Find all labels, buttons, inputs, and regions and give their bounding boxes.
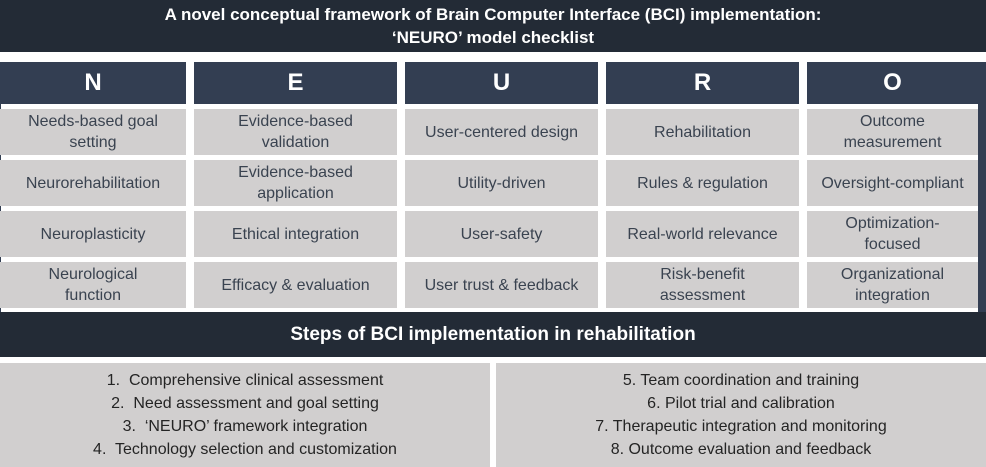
table-cell: Efficacy & evaluation [194, 262, 397, 308]
table-cell: Evidence-based validation [194, 109, 397, 155]
table-cell: Neurological function [0, 262, 186, 308]
steps-panel-left: 1. Comprehensive clinical assessment 2. … [0, 363, 490, 467]
table-cell: Organizational integration [807, 262, 978, 308]
column-header-o: O [807, 62, 978, 104]
table-cell: Needs-based goal setting [0, 109, 186, 155]
table-cell: Real-world relevance [606, 211, 799, 257]
neuro-grid: N E U R O Needs-based goal setting Evide… [0, 62, 978, 308]
step-item: 8. Outcome evaluation and feedback [610, 441, 872, 458]
column-header-e: E [194, 62, 397, 104]
step-item: 1. Comprehensive clinical assessment [106, 372, 384, 389]
step-item: 2. Need assessment and goal setting [111, 395, 379, 412]
steps-panel-right: 5. Team coordination and training 6. Pil… [496, 363, 986, 467]
step-item: 4. Technology selection and customizatio… [93, 441, 397, 458]
table-cell: Neuroplasticity [0, 211, 186, 257]
table-cell: Ethical integration [194, 211, 397, 257]
table-cell: Utility-driven [405, 160, 598, 206]
step-item: 5. Team coordination and training [622, 372, 860, 389]
table-cell: Oversight-compliant [807, 160, 978, 206]
step-item: 7. Therapeutic integration and monitorin… [595, 418, 887, 435]
column-header-n: N [0, 62, 186, 104]
column-header-u: U [405, 62, 598, 104]
table-cell: Evidence-based application [194, 160, 397, 206]
table-cell: Risk-benefit assessment [606, 262, 799, 308]
table-cell: Rules & regulation [606, 160, 799, 206]
table-cell: Optimization- focused [807, 211, 978, 257]
table-cell: User trust & feedback [405, 262, 598, 308]
table-cell: Rehabilitation [606, 109, 799, 155]
step-item: 6. Pilot trial and calibration [647, 395, 835, 412]
figure-title: A novel conceptual framework of Brain Co… [0, 0, 986, 52]
table-cell: Neurorehabilitation [0, 160, 186, 206]
neuro-checklist-table: N E U R O Needs-based goal setting Evide… [0, 62, 986, 312]
table-cell: Outcome measurement [807, 109, 978, 155]
step-item: 3. ‘NEURO’ framework integration [122, 418, 368, 435]
table-cell: User-centered design [405, 109, 598, 155]
steps-panels: 1. Comprehensive clinical assessment 2. … [0, 363, 986, 467]
column-header-r: R [606, 62, 799, 104]
table-right-edge-accent [978, 62, 986, 312]
steps-banner: Steps of BCI implementation in rehabilit… [0, 312, 986, 357]
table-cell: User-safety [405, 211, 598, 257]
